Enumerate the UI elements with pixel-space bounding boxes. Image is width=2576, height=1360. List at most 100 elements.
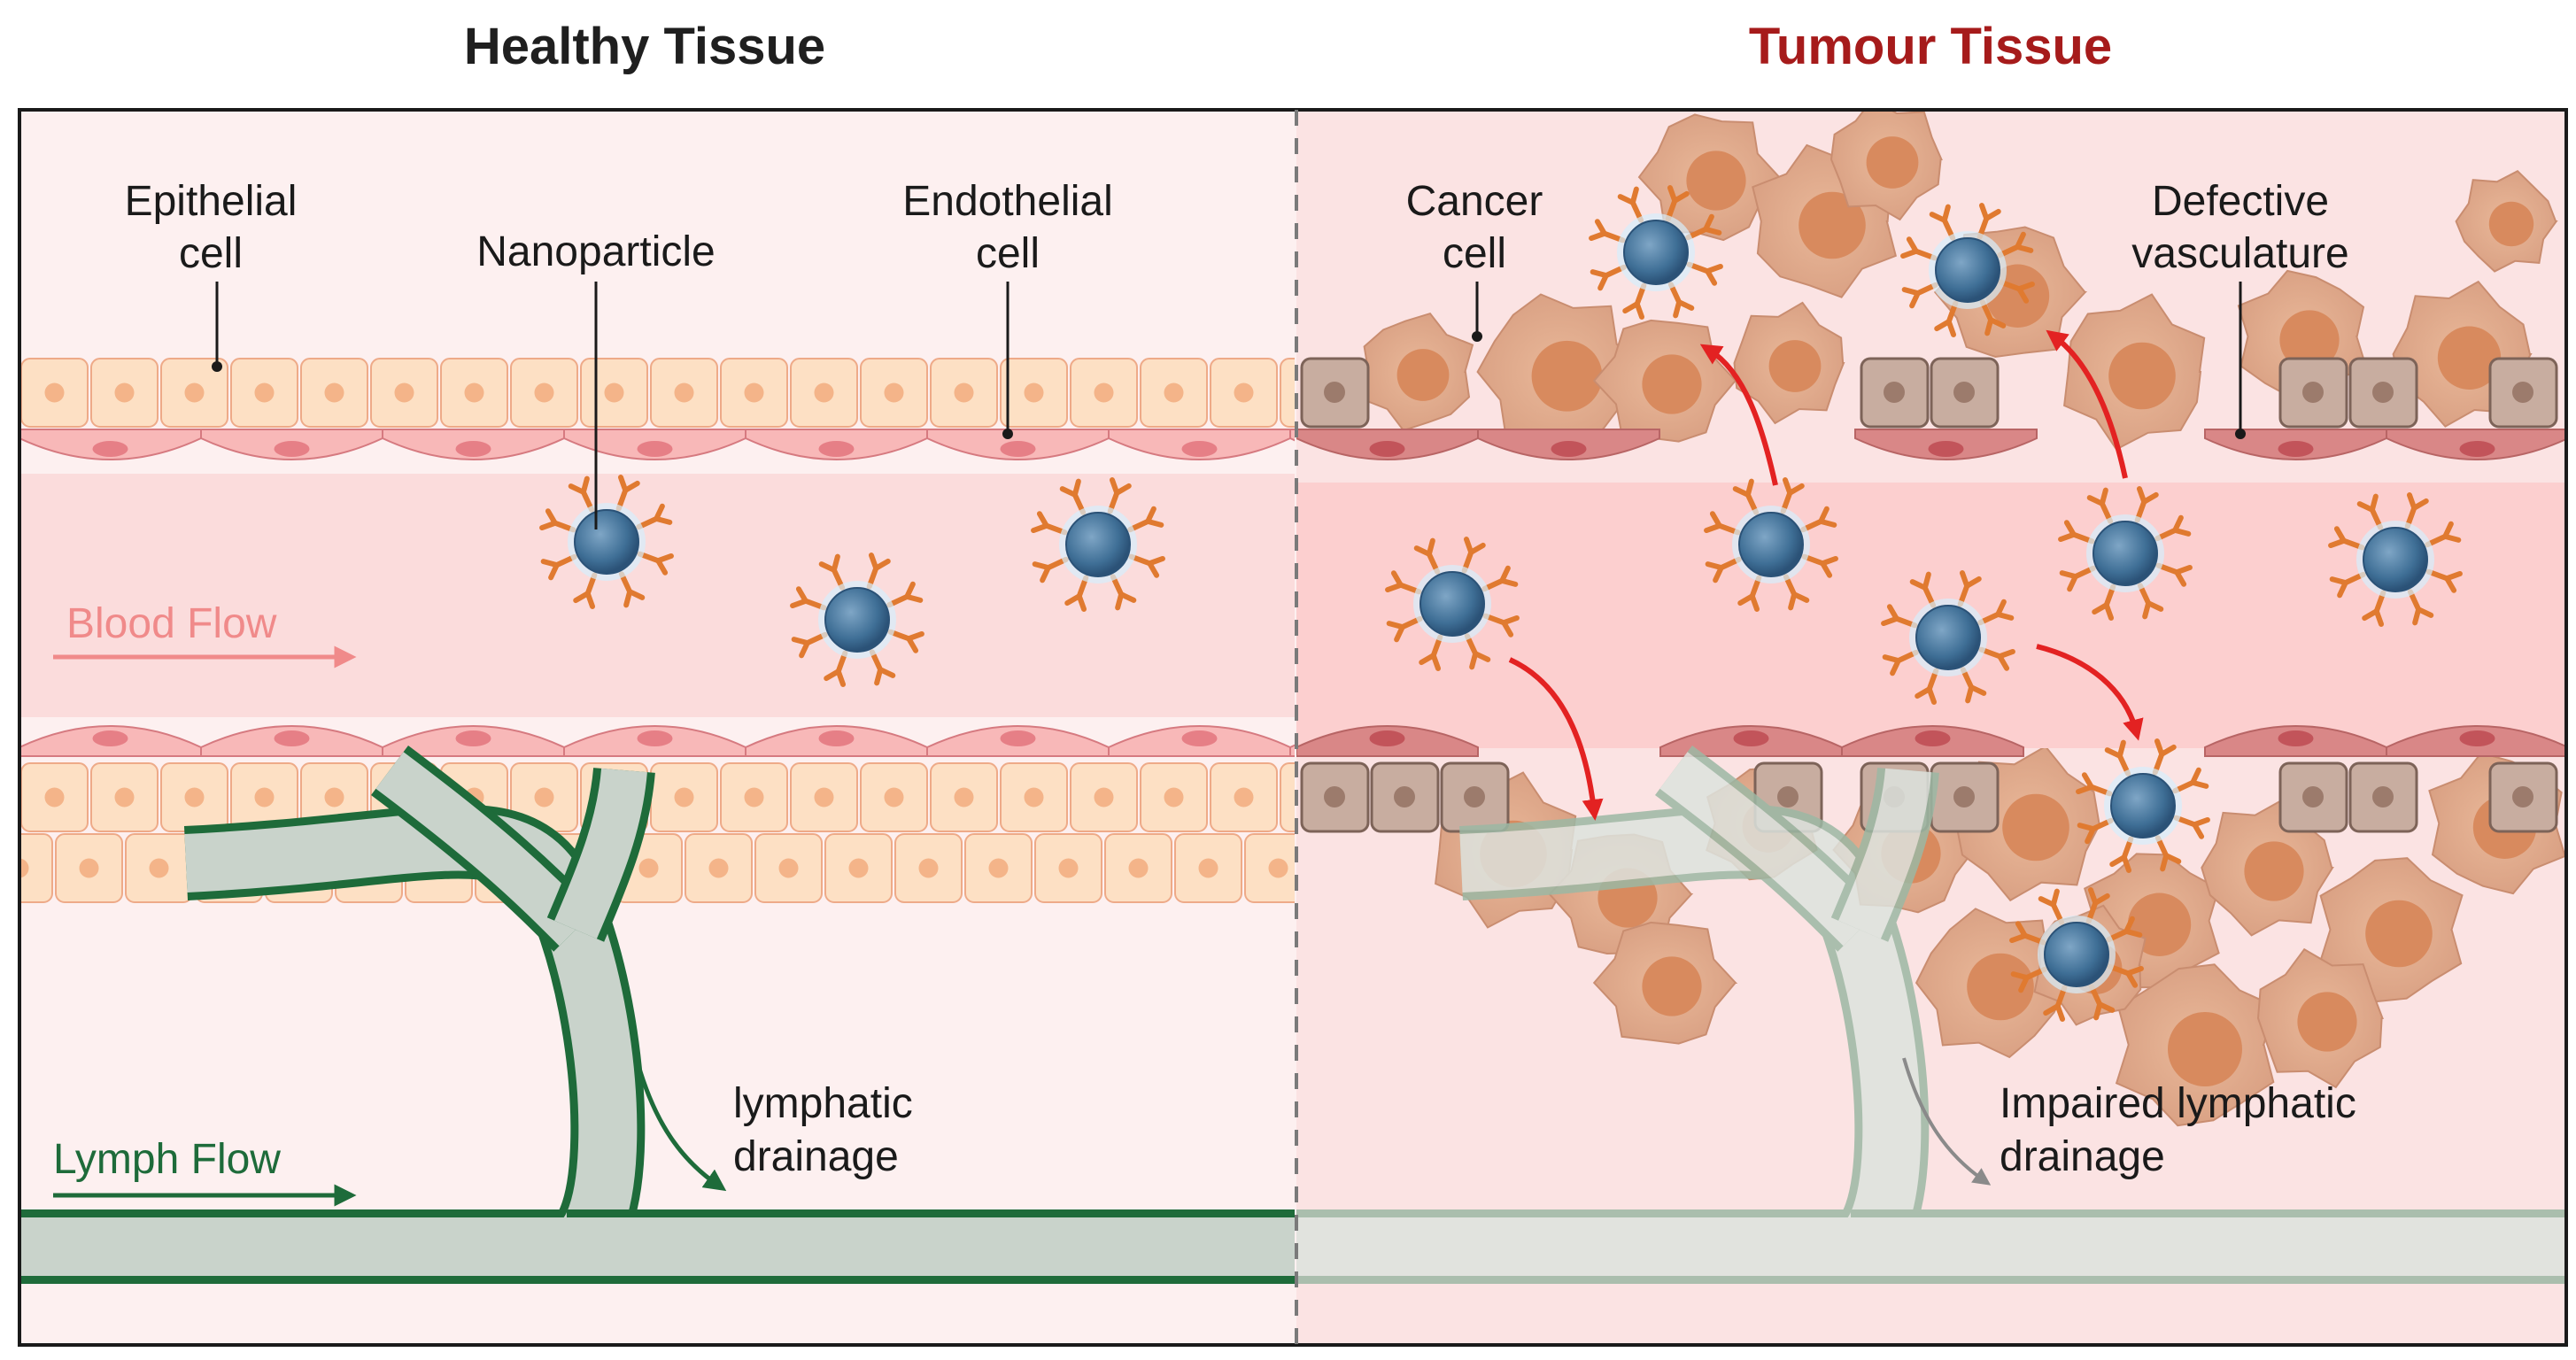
cancer-cell-icon [2256,947,2384,1089]
nanoparticle-icon [1031,477,1165,612]
epithelial-cell-icon [125,833,193,903]
nanoparticle-label: Nanoparticle [476,228,715,275]
epithelial-cell-icon [860,358,928,428]
impaired-drainage-line1: Impaired lymphatic [2000,1080,2356,1127]
nanoparticle-icon [1589,185,1723,320]
epithelial-cell-icon [1244,833,1295,903]
cancer-cell-icon [2063,293,2206,451]
healthy-epithelial-row-bottom [20,762,1295,832]
epithelial-cell-icon [2348,357,2418,429]
epithelial-cell-icon [510,358,578,428]
epithelial-cell-icon [1000,358,1068,428]
cancer-cell-icon [1359,312,1474,432]
epithelial-cell-icon [2278,357,2348,429]
epithelial-cell-icon [160,762,228,832]
healthy-panel: Blood Flow Lymph Flow [19,358,1295,1284]
extravasation-arrow-2 [2046,329,2128,479]
defective-vasculature-label-line2: vasculature [2131,230,2348,277]
epithelial-cell-icon [2278,761,2348,833]
epithelial-cell-icon [790,762,858,832]
lymph-flow-label: Lymph Flow [53,1136,281,1183]
epithelial-cell-icon [2488,761,2558,833]
nanoparticles [539,185,2463,1022]
defective-vasculature-label-line1: Defective [2152,178,2329,225]
endothelial-cell-icon [1108,429,1291,460]
epithelial-cell-icon [1860,357,1930,429]
endothelial-cell-icon [1108,725,1291,757]
nanoparticle-icon [1900,203,2035,337]
epithelial-cell-icon [720,358,788,428]
epithelial-cell-icon [1280,762,1295,832]
epithelial-cell-icon [1440,761,1510,833]
epithelial-cell-icon [685,833,753,903]
epithelial-cell-icon [230,358,298,428]
epithelial-cell-icon [1930,357,2000,429]
tumour-endothelial-layer [1296,429,2566,757]
endothelial-cell-icon [1477,429,1660,460]
epithelial-cell-icon [1210,358,1278,428]
lymphatic-drainage-arrow [635,1062,727,1192]
endothelial-cell-icon [1296,725,1479,757]
epithelial-cell-icon [930,358,998,428]
cancer-cell-label-line2: cell [1443,230,1506,277]
endothelial-cell-icon [2386,725,2566,757]
epithelial-cell-icon [1070,762,1138,832]
epithelial-cell-icon [1210,762,1278,832]
endothelial-cell-icon [1841,725,2024,757]
cancer-cell-icon [1733,301,1845,425]
endothelial-cell-icon [745,429,928,460]
epithelial-cell-icon [790,358,858,428]
epithelial-cell-icon [90,358,159,428]
cancer-cell-icon [2455,169,2558,273]
epithelial-cell-icon [90,762,159,832]
epithelial-cell-icon [1070,358,1138,428]
epithelial-cell-icon [370,358,438,428]
nanoparticle-icon [790,552,924,687]
epithelial-cell-icon [19,833,53,903]
epithelial-cell-icon [1000,762,1068,832]
epithelial-cell-icon [2348,761,2418,833]
epithelial-cell-icon [894,833,963,903]
epithelial-cell-icon [824,833,893,903]
epithelial-leader-dot [212,361,222,372]
epithelial-cell-icon [964,833,1033,903]
endothelial-label-line1: Endothelial [902,178,1113,225]
epithelial-cell-icon [1104,833,1172,903]
healthy-endothelial-layer-bottom [19,725,1295,757]
extravasation-arrow-3 [1508,657,1604,821]
cancer-cell-leader-dot [1472,331,1482,342]
epithelial-cell-icon [440,358,508,428]
epithelial-cell-icon [1930,761,2000,833]
epithelial-cell-icon [1370,761,1440,833]
endothelial-cell-icon [563,429,746,460]
cancer-cell-icon [1830,110,1943,221]
endothelial-cell-icon [200,429,383,460]
epithelial-cell-icon [1300,357,1370,429]
nanoparticle-icon [1704,477,1838,612]
epithelial-cell-icon [2488,357,2558,429]
tumour-lymph-vessel [1296,746,2566,1284]
endothelial-cell-icon [926,429,1110,460]
nanoparticle-icon [1385,537,1520,671]
epithelial-label-line2: cell [179,230,243,277]
endothelial-label-line2: cell [976,230,1040,277]
nanoparticle-icon [539,475,674,609]
epithelial-cell-icon [160,358,228,428]
epithelial-cell-icon [650,358,718,428]
cancer-cell-icon [1476,293,1642,452]
cancer-cell-icon [1592,921,1738,1045]
healthy-epithelial-row-top [20,358,1295,428]
nanoparticle-icon [1881,570,2015,705]
endothelial-cell-icon [19,725,202,757]
nanoparticle-icon [2076,738,2210,873]
epithelial-cell-icon [510,762,578,832]
cancer-cell-icon [2115,963,2277,1127]
epithelial-cell-icon [1280,358,1295,428]
cancer-cell-icon [1915,908,2071,1059]
lymphatic-drainage-line2: drainage [733,1133,899,1180]
epithelial-cell-icon [55,833,123,903]
epithelial-cell-icon [580,358,648,428]
tumour-epithelial-blocks [1300,357,2558,833]
epithelial-cell-icon [930,762,998,832]
epithelial-cell-icon [20,762,89,832]
